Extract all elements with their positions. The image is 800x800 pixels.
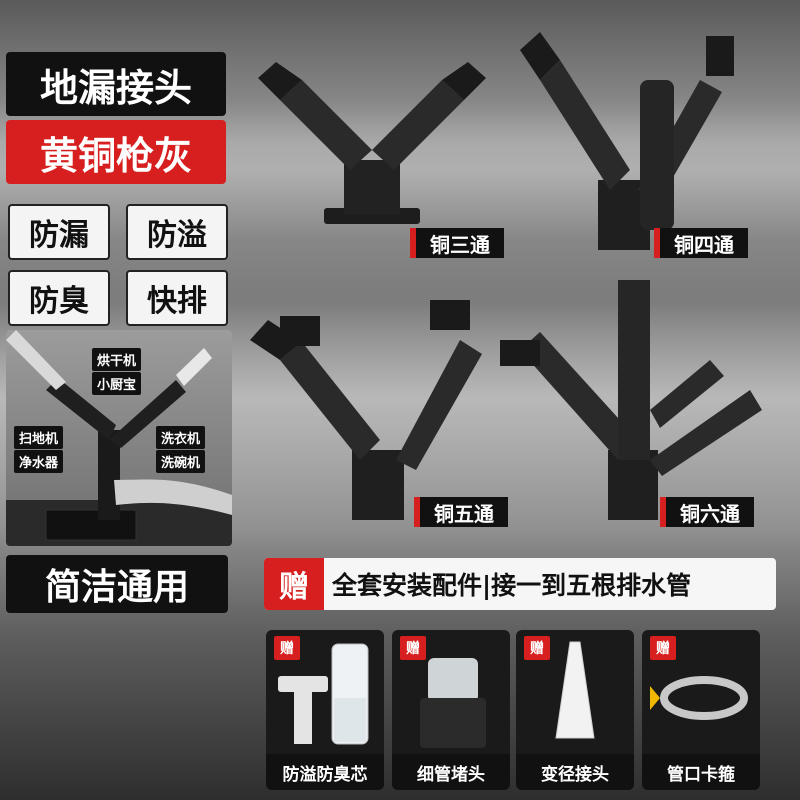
tag-accent-bar xyxy=(654,228,660,258)
tag-accent-bar xyxy=(410,228,416,258)
diagram-label-dryer: 烘干机 xyxy=(92,348,142,371)
product-image-three-way xyxy=(258,62,486,224)
accessory-gift-badge: 赠 xyxy=(400,636,426,660)
tag-accent-bar xyxy=(414,497,420,527)
diagram-label-water-purifier: 净水器 xyxy=(14,450,64,473)
page-title: 地漏接头 xyxy=(6,52,226,116)
product-tag-label: 铜三通 xyxy=(416,228,504,258)
product-image-four-way xyxy=(520,32,734,250)
feature-chip-odor: 防臭 xyxy=(8,270,110,326)
diagram-illustration xyxy=(6,330,232,546)
installation-diagram: 烘干机 小厨宝 扫地机 净水器 洗衣机 洗碗机 xyxy=(6,330,232,546)
accessory-image-plug xyxy=(420,658,486,748)
feature-chip-overflow: 防溢 xyxy=(126,204,228,260)
product-tag-label: 铜五通 xyxy=(420,497,508,527)
feature-chip-leak: 防漏 xyxy=(8,204,110,260)
accessory-image-clamp xyxy=(650,676,748,720)
product-tag-six-way: 铜六通 xyxy=(660,497,754,527)
accessory-gift-badge: 赠 xyxy=(650,636,676,660)
product-image-six-way xyxy=(500,280,762,520)
product-tag-label: 铜四通 xyxy=(660,228,748,258)
accessory-label: 防溢防臭芯 xyxy=(266,754,384,790)
accessory-image-overflow-core xyxy=(278,643,369,745)
diagram-label-robot-vacuum: 扫地机 xyxy=(14,426,64,449)
gift-banner-text: 全套安装配件|接一到五根排水管 xyxy=(332,571,692,600)
accessory-label: 细管堵头 xyxy=(392,754,510,790)
product-tag-five-way: 铜五通 xyxy=(414,497,508,527)
accessory-gift-badge: 赠 xyxy=(274,636,300,660)
gift-badge: 赠 xyxy=(264,558,324,610)
accessory-card-clamp: 赠 管口卡箍 xyxy=(642,630,760,790)
accessory-gift-badge: 赠 xyxy=(524,636,550,660)
accessory-image-reducer xyxy=(555,641,595,739)
product-tag-label: 铜六通 xyxy=(666,497,754,527)
accessory-label: 变径接头 xyxy=(516,754,634,790)
slogan-box: 简洁通用 xyxy=(6,555,228,613)
tag-accent-bar xyxy=(660,497,666,527)
product-tag-three-way: 铜三通 xyxy=(410,228,504,258)
diagram-label-washing-machine: 洗衣机 xyxy=(156,426,206,449)
feature-chip-fast: 快排 xyxy=(126,270,228,326)
accessory-card-reducer: 赠 变径接头 xyxy=(516,630,634,790)
gift-banner: 赠 全套安装配件|接一到五根排水管 xyxy=(264,558,776,610)
accessory-card-plug: 赠 细管堵头 xyxy=(392,630,510,790)
diagram-label-dishwasher: 洗碗机 xyxy=(156,450,206,473)
product-image-five-way xyxy=(250,300,482,520)
diagram-label-water-heater: 小厨宝 xyxy=(92,372,142,395)
accessory-label: 管口卡箍 xyxy=(642,754,760,790)
accessory-card-overflow-core: 赠 防溢防臭芯 xyxy=(266,630,384,790)
page-subtitle: 黄铜枪灰 xyxy=(6,120,226,184)
product-tag-four-way: 铜四通 xyxy=(654,228,748,258)
